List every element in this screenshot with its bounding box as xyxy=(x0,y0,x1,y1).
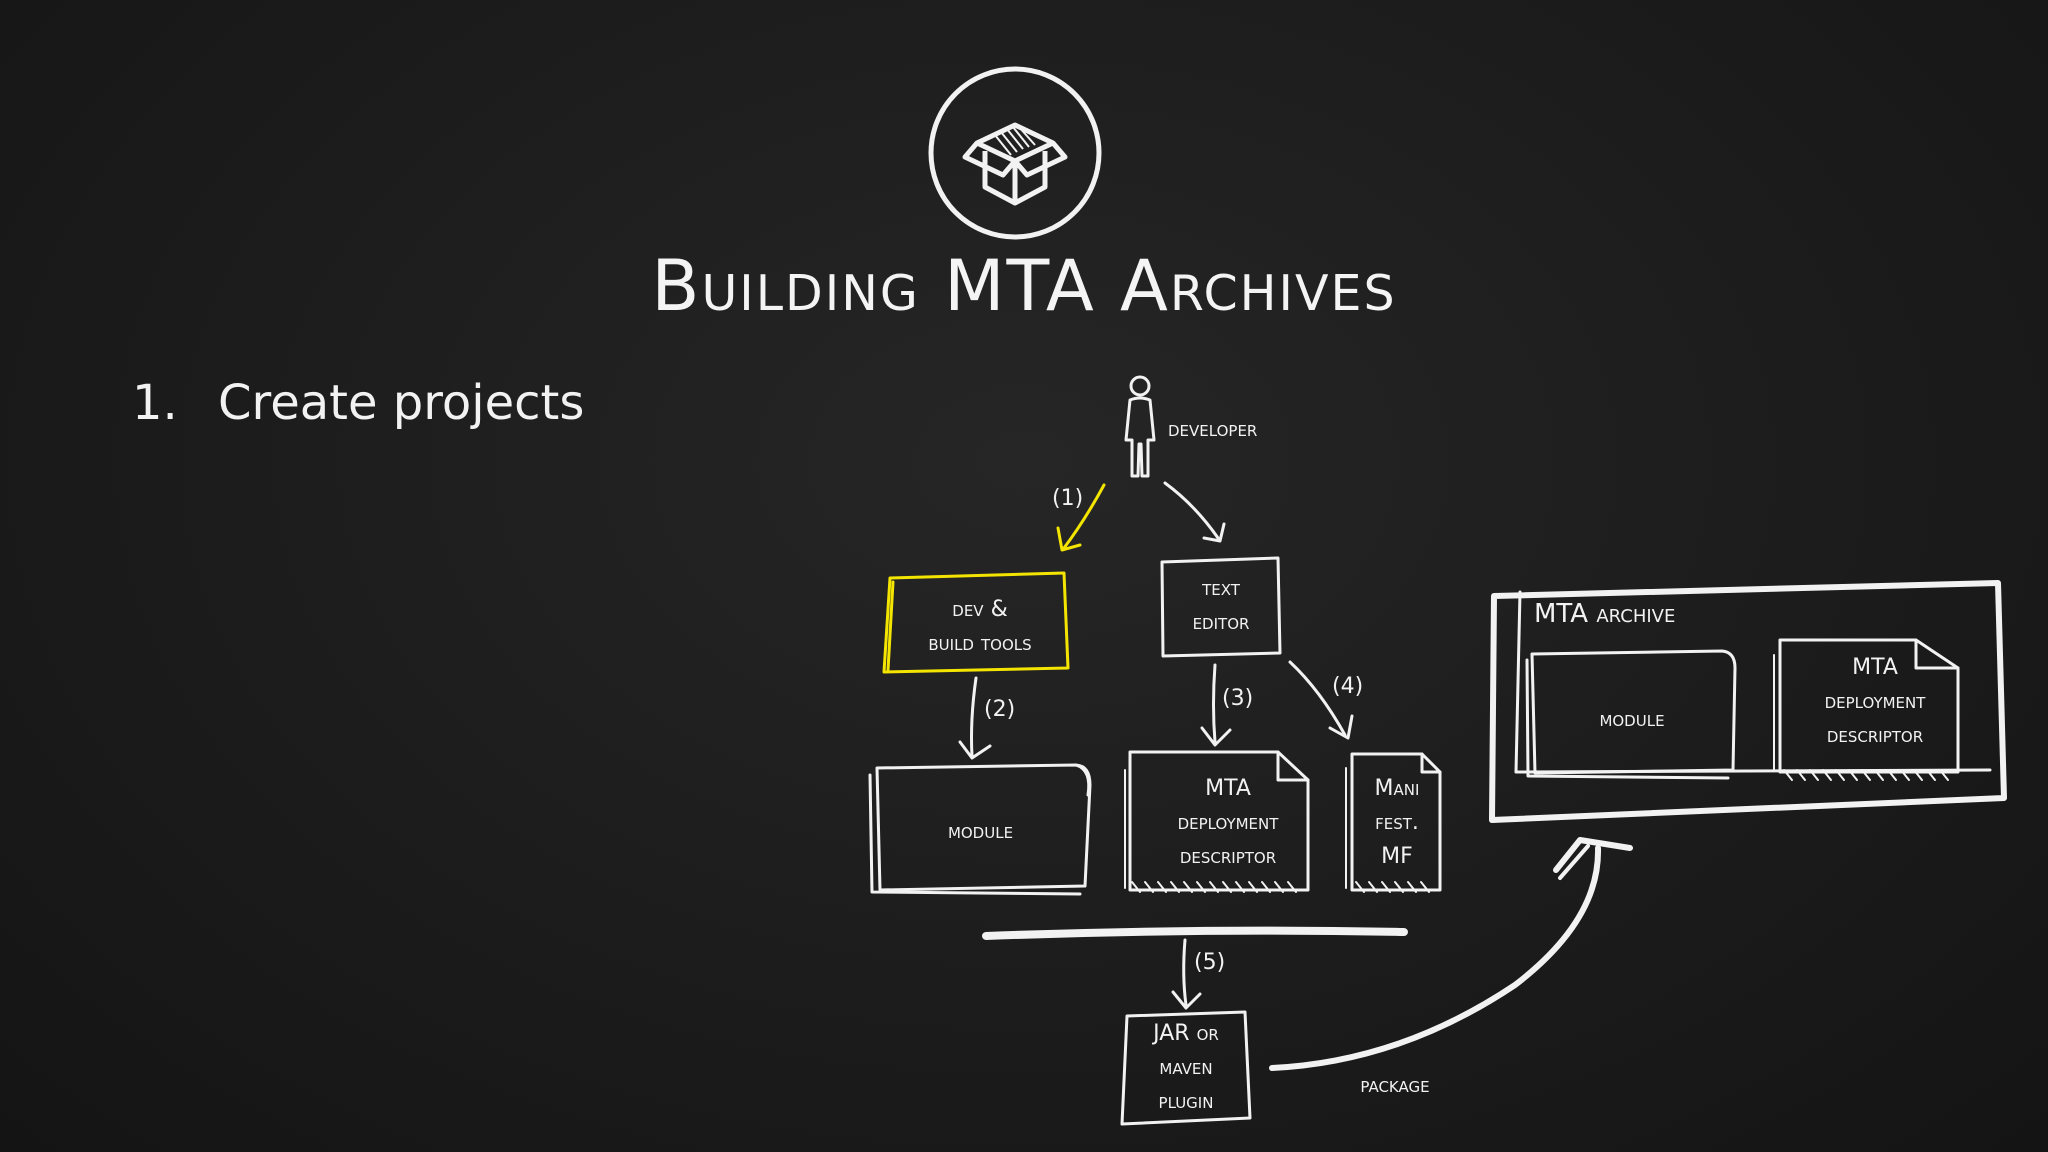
list-item-number: 1. xyxy=(132,375,178,431)
step-1-label: (1) xyxy=(1052,486,1084,511)
package-arrow xyxy=(1269,845,1602,1071)
descriptor-label: MTA deployment descriptor xyxy=(1177,776,1279,869)
dev-tools-box xyxy=(882,571,1070,674)
archive-title: MTA archive xyxy=(1534,599,1676,629)
box-icon xyxy=(925,65,1105,245)
manifest-label: Mani fest. MF xyxy=(1374,776,1420,869)
step-2-label: (2) xyxy=(984,697,1016,722)
archive-descriptor-label: MTA deployment descriptor xyxy=(1824,655,1926,748)
text-editor-box xyxy=(1160,556,1282,658)
archive-module-label: module xyxy=(1599,707,1665,732)
archive-module-box xyxy=(1530,649,1737,775)
list-item-text: Create projects xyxy=(218,375,585,431)
manifest-box xyxy=(1350,752,1442,892)
step-4-label: (4) xyxy=(1332,674,1364,699)
slide-title: Building MTA Archives xyxy=(651,245,1397,327)
dev-tools-label: dev & build tools xyxy=(928,597,1032,656)
developer-label: developer xyxy=(1168,417,1258,442)
archive-descriptor-box xyxy=(1778,638,1960,774)
collect-bar xyxy=(982,926,1408,940)
step-3-label: (3) xyxy=(1222,686,1254,711)
plugin-label: JAR or maven plugin xyxy=(1153,1021,1219,1114)
module-label: module xyxy=(947,819,1014,844)
list-item: 1. Create projects xyxy=(132,375,584,431)
archive-frame xyxy=(1489,580,2007,823)
arrow-to-text-editor xyxy=(1163,481,1220,540)
step-5-label: (5) xyxy=(1194,950,1226,975)
package-label: package xyxy=(1360,1073,1430,1098)
arrow-to-dev-tools xyxy=(1062,483,1106,550)
text-editor-label: text editor xyxy=(1192,576,1250,635)
descriptor-box xyxy=(1128,750,1310,892)
plugin-box xyxy=(1120,1010,1252,1126)
person-icon xyxy=(1124,375,1156,478)
